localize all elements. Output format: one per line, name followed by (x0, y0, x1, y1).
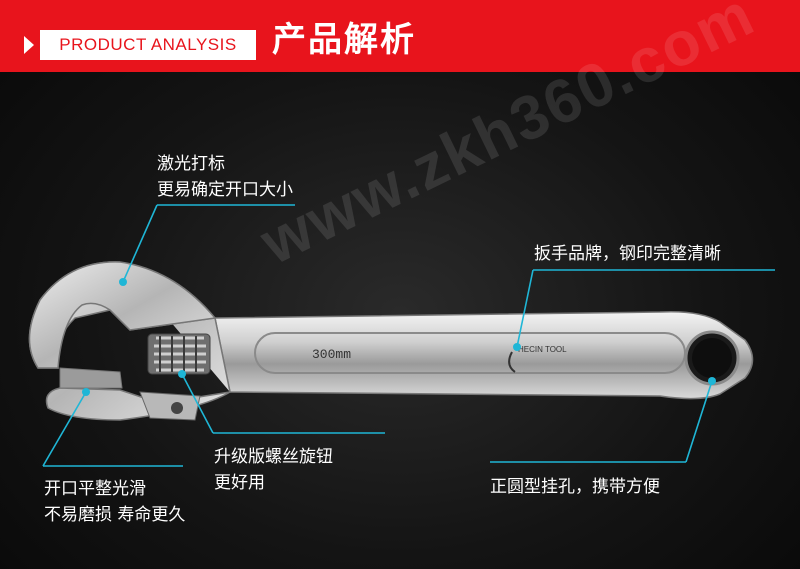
header-arrow-icon (24, 36, 34, 54)
callout-jaw: 开口平整光滑 不易磨损 寿命更久 (44, 476, 185, 528)
callout-line-laser (122, 204, 158, 283)
size-engraving: 300mm (312, 347, 351, 362)
callout-knob: 升级版螺丝旋钮 更好用 (214, 444, 333, 496)
page-title: 产品解析 (272, 20, 416, 60)
callout-laser-line2: 更易确定开口大小 (157, 180, 293, 200)
callout-knob-line1: 升级版螺丝旋钮 (214, 447, 333, 467)
callout-brand-stamp: 扳手品牌，钢印完整清晰 (534, 241, 721, 267)
callout-dot (178, 370, 186, 378)
callout-jaw-line1: 开口平整光滑 (44, 479, 146, 499)
callout-jaw-line2: 不易磨损 寿命更久 (44, 505, 186, 525)
callout-line-brand (516, 269, 534, 348)
wrench-head (28, 261, 231, 421)
callout-knob-line2: 更好用 (214, 473, 265, 493)
callout-line-hole (685, 380, 713, 463)
header-bar: PRODUCT ANALYSIS 产品解析 (0, 0, 800, 72)
header-english-badge: PRODUCT ANALYSIS (40, 30, 256, 60)
callout-dot (513, 343, 521, 351)
brand-stamp-text: HECIN TOOL (518, 345, 567, 354)
callout-line-jaw (42, 391, 87, 467)
callout-laser-line1: 激光打标 (157, 154, 225, 174)
callout-dots (82, 278, 716, 396)
callout-dot (708, 377, 716, 385)
callout-hole: 正圆型挂孔，携带方便 (490, 474, 660, 500)
adjustment-knob (147, 333, 211, 375)
callout-dot (82, 388, 90, 396)
brand-stamp: HECIN TOOL (508, 345, 567, 373)
callout-laser-mark: 激光打标 更易确定开口大小 (157, 151, 293, 203)
wrench-handle: 300mm HECIN TOOL (214, 310, 754, 400)
callout-dot (119, 278, 127, 286)
callout-brand-line1: 扳手品牌，钢印完整清晰 (534, 244, 721, 264)
header-english-label: PRODUCT ANALYSIS (59, 35, 237, 54)
callout-line-knob (181, 373, 214, 434)
callout-hole-line1: 正圆型挂孔，携带方便 (490, 477, 660, 497)
callout-lines (42, 204, 775, 467)
